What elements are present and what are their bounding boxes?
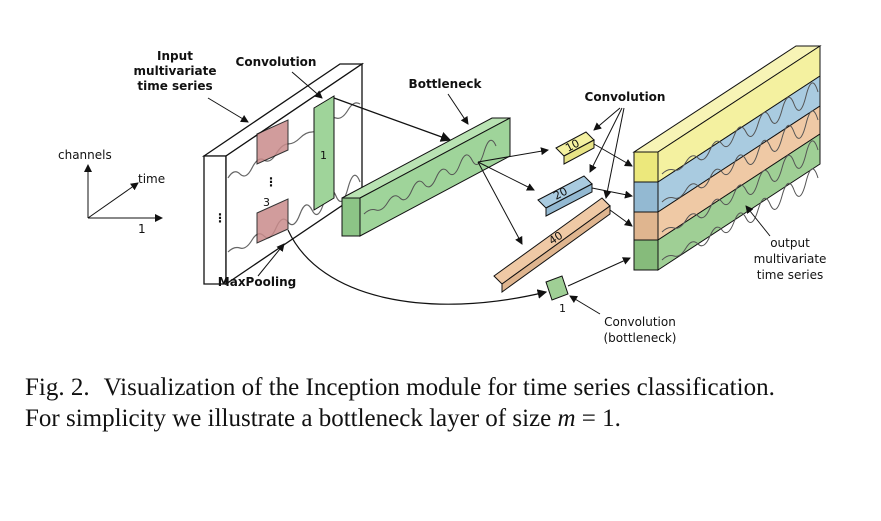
conv-window-size-label: 1 bbox=[320, 149, 327, 162]
conv-window bbox=[313, 95, 335, 211]
axis-channels-label: channels bbox=[58, 148, 112, 162]
caption-number: Fig. 2. bbox=[25, 374, 90, 401]
kernel-40: 40 bbox=[493, 197, 611, 293]
kernel-1: 1 bbox=[545, 275, 569, 315]
maxpooling-label: MaxPooling bbox=[218, 275, 296, 289]
input-label-2: multivariate bbox=[134, 64, 217, 78]
conv-bottleneck-label-1: Convolution bbox=[604, 315, 676, 329]
conv-bottleneck-label-2: (bottleneck) bbox=[604, 331, 677, 345]
figure-caption: Fig. 2. Visualization of the Inception mo… bbox=[25, 372, 875, 434]
axis-time-label: time bbox=[138, 172, 165, 186]
kernel-40-label: 40 bbox=[546, 229, 565, 248]
kernel-10-label: 10 bbox=[563, 137, 581, 155]
caption-text-2: For simplicity we illustrate a bottlenec… bbox=[25, 405, 558, 432]
input-label-1: Input bbox=[157, 49, 193, 63]
caption-text-1: Visualization of the Inception module fo… bbox=[103, 374, 775, 401]
kernel-20-label: 20 bbox=[551, 185, 569, 203]
vertical-dots-left: ⋮ bbox=[214, 211, 226, 225]
maxpool-window-bottom bbox=[256, 198, 289, 244]
caption-line-1: Fig. 2. Visualization of the Inception mo… bbox=[25, 372, 875, 403]
bottleneck-bar bbox=[341, 117, 511, 237]
maxpool-path-arrow bbox=[287, 229, 548, 305]
bottleneck-label: Bottleneck bbox=[409, 77, 483, 91]
output-stack bbox=[632, 45, 822, 271]
input-slab: ⋮ ⋮ 3 1 bbox=[201, 62, 365, 286]
caption-text-3: = 1. bbox=[575, 405, 621, 432]
vertical-dots-mid: ⋮ bbox=[265, 175, 277, 189]
kernel-1-label: 1 bbox=[559, 302, 566, 315]
convolution-right-label: Convolution bbox=[585, 90, 666, 104]
maxpool-size-label: 3 bbox=[263, 196, 270, 209]
caption-var: m bbox=[557, 405, 576, 432]
input-label-3: time series bbox=[137, 79, 212, 93]
maxpool-window-top bbox=[256, 119, 289, 165]
inception-diagram: channels time 1 ⋮ ⋮ 3 1 Input multivaria… bbox=[58, 45, 827, 345]
output-label-1: output bbox=[770, 236, 810, 250]
output-label-2: multivariate bbox=[754, 252, 827, 266]
axis-one-label: 1 bbox=[138, 222, 146, 236]
convolution-top-label: Convolution bbox=[236, 55, 317, 69]
axes: channels time 1 bbox=[58, 148, 165, 236]
output-label-3: time series bbox=[757, 268, 823, 282]
kernel-20: 20 bbox=[537, 175, 593, 217]
kernel-10: 10 bbox=[555, 131, 595, 165]
caption-line-2: For simplicity we illustrate a bottlenec… bbox=[25, 403, 875, 434]
